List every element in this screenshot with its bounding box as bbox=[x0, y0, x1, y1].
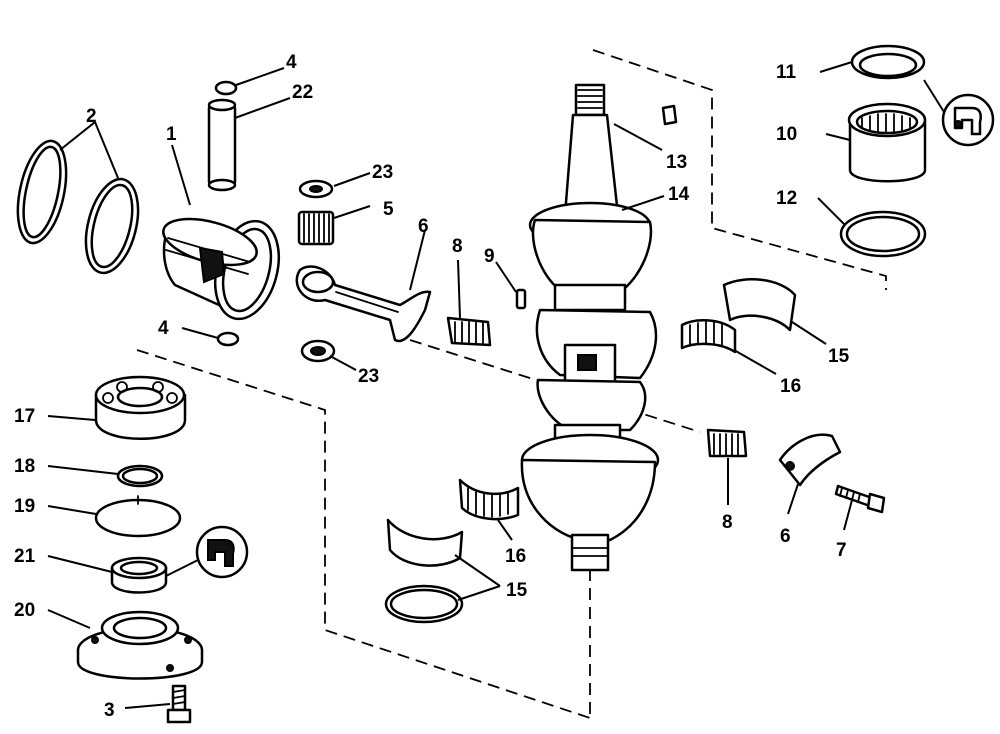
callout-22: 22 bbox=[292, 82, 313, 103]
crankshaft-key bbox=[515, 288, 527, 310]
assembly-boundaries bbox=[136, 49, 887, 719]
center-bearing-races bbox=[384, 278, 797, 624]
callout-19: 19 bbox=[14, 496, 35, 517]
callout-9: 9 bbox=[484, 246, 495, 267]
snap-ring bbox=[116, 464, 164, 488]
thrust-washers bbox=[298, 179, 336, 363]
callout-3: 3 bbox=[104, 700, 115, 721]
callout-15-upper: 15 bbox=[828, 346, 850, 367]
callout-8-lower: 8 bbox=[722, 512, 733, 533]
callout-4-top: 4 bbox=[286, 52, 297, 73]
lower-end-cap bbox=[76, 610, 204, 680]
callout-6-cap: 6 bbox=[780, 526, 791, 547]
piston-rings bbox=[16, 139, 140, 275]
small-end-needle-bearing bbox=[297, 210, 335, 246]
callout-20: 20 bbox=[14, 600, 35, 621]
callout-12: 12 bbox=[776, 188, 797, 209]
connecting-rod bbox=[295, 265, 432, 343]
callout-11: 11 bbox=[776, 62, 797, 83]
callout-5: 5 bbox=[383, 199, 394, 220]
callout-18: 18 bbox=[14, 456, 35, 477]
rod-needle-bearings bbox=[446, 316, 748, 458]
callout-4-bottom: 4 bbox=[158, 318, 169, 339]
center-needle-bearings bbox=[458, 319, 737, 521]
callout-10: 10 bbox=[776, 124, 797, 145]
ball-bearing bbox=[94, 375, 187, 440]
sealant-tube-icon bbox=[195, 525, 249, 579]
top-o-ring bbox=[839, 210, 927, 258]
callout-6-rod: 6 bbox=[418, 216, 429, 237]
callout-2: 2 bbox=[86, 106, 97, 127]
callout-23-lower: 23 bbox=[358, 366, 379, 387]
callout-labels: 1 2 3 4 4 5 6 6 7 8 8 9 10 11 12 13 14 1… bbox=[14, 52, 850, 721]
callout-21: 21 bbox=[14, 546, 36, 567]
callout-8-upper: 8 bbox=[452, 236, 463, 257]
callout-15-lower: 15 bbox=[506, 580, 528, 601]
crank-taper-key bbox=[661, 104, 678, 126]
pin-retainer-clips bbox=[214, 80, 240, 347]
callout-leaders bbox=[47, 61, 945, 709]
sealant-tube-icon bbox=[941, 93, 995, 147]
callout-13: 13 bbox=[666, 152, 687, 173]
connecting-rod-cap bbox=[778, 433, 842, 487]
callout-16-upper: 16 bbox=[780, 376, 801, 397]
callout-7: 7 bbox=[836, 540, 847, 561]
lower-oil-seal bbox=[110, 556, 168, 594]
callout-17: 17 bbox=[14, 406, 35, 427]
callout-1: 1 bbox=[166, 124, 177, 145]
callout-23-upper: 23 bbox=[372, 162, 393, 183]
wrist-pin bbox=[207, 98, 237, 192]
callout-16-lower: 16 bbox=[505, 546, 526, 567]
cap-bolt bbox=[834, 484, 886, 514]
piston bbox=[162, 217, 280, 321]
crankshaft bbox=[520, 83, 660, 572]
callout-14: 14 bbox=[668, 184, 690, 205]
end-cap-screw bbox=[166, 684, 192, 724]
bearing-retainer-ring bbox=[850, 44, 926, 80]
top-roller-bearing bbox=[847, 102, 927, 183]
lower-o-ring bbox=[94, 495, 182, 538]
